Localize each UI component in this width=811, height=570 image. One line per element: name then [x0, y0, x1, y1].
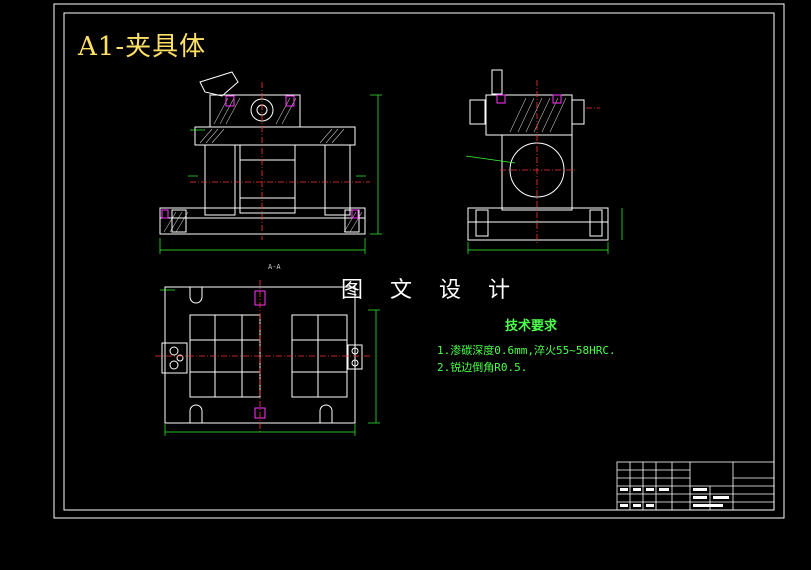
outer-frame: [53, 3, 785, 519]
front-highlights: [161, 95, 359, 219]
tech-requirement-2: 2.锐边倒角R0.5.: [437, 361, 528, 374]
title-block: [616, 461, 775, 511]
plan-view: [161, 286, 363, 424]
tech-requirement-1: 1.渗碳深度0.6mm,淬火55~58HRC.: [437, 344, 616, 357]
title-block-text-marks: [620, 488, 729, 507]
drawing-title: A1-夹具体: [78, 32, 207, 62]
section-label: A-A: [268, 263, 281, 271]
plan-centerlines: [155, 280, 370, 432]
front-hatch: [163, 97, 363, 233]
front-centerlines: [190, 82, 370, 240]
side-view: [467, 69, 609, 241]
watermark-text: 图 文 设 计: [341, 278, 520, 303]
side-highlights: [496, 94, 562, 104]
plan-dimensions: [160, 289, 380, 436]
clamp-lever: [199, 71, 239, 97]
inner-frame: [63, 12, 775, 511]
side-dimensions: [465, 155, 623, 254]
front-dimensions: [159, 94, 382, 254]
front-view: [159, 71, 366, 235]
tech-requirements-heading: 技术要求: [505, 319, 558, 334]
side-centerlines: [500, 80, 600, 245]
